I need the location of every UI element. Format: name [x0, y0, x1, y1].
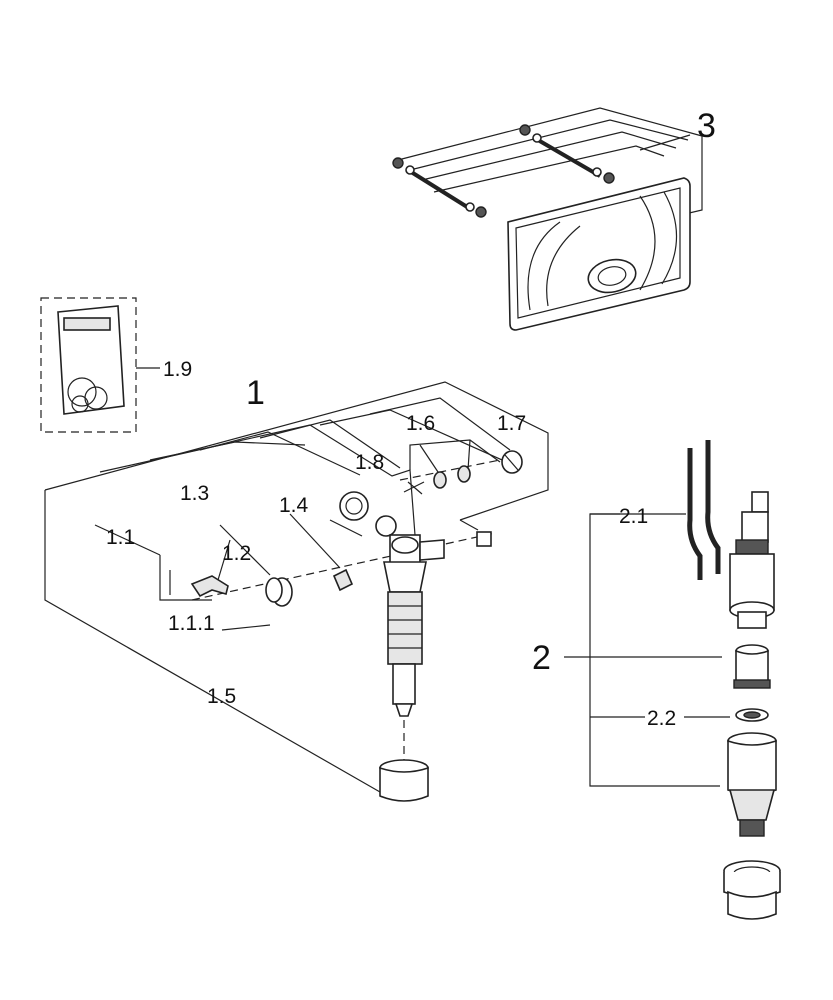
base-cup-icon: [723, 860, 781, 920]
label-1-7: 1.7: [497, 412, 526, 435]
tubes-2-1-icon: [687, 440, 721, 580]
fitting-1-3-icon: [332, 568, 354, 592]
group-1-fill-valve: 1 1.6 1.7 1.8 1.3 1.4 1.1 1.2 1.1.1 1.5: [44, 374, 549, 802]
flush-valve-mid-icon: [733, 644, 771, 689]
cap-1-4-icon: [339, 491, 397, 537]
fill-valve-body-icon: [383, 534, 445, 717]
seal-2-2-icon: [735, 708, 769, 722]
label-1-3: 1.3: [180, 482, 209, 505]
label-1-1-1: 1.1.1: [168, 612, 215, 635]
filter-1-8-icon: [403, 481, 425, 495]
label-2-1: 2.1: [619, 505, 648, 528]
label-3: 3: [697, 107, 716, 145]
sleeve-1-5-icon: [379, 759, 429, 802]
clip-1-1-icon: [190, 575, 229, 598]
label-1-5: 1.5: [207, 685, 236, 708]
label-2-2: 2.2: [647, 707, 676, 730]
bolt-nut-icon: [392, 124, 615, 218]
label-1-1: 1.1: [106, 526, 135, 549]
label-1-9: 1.9: [163, 358, 192, 381]
nut-1-2-icon: [265, 577, 293, 607]
nipple-icon: [476, 531, 492, 547]
flush-valve-bottom-icon: [727, 732, 777, 837]
label-1-4: 1.4: [279, 494, 309, 517]
group-2-flush-valve: 2.1 2 2.2: [532, 440, 781, 920]
label-1-6: 1.6: [406, 412, 435, 435]
valve-cap-1-7-icon: [501, 450, 523, 474]
flush-valve-top-icon: [729, 491, 775, 629]
group-3-plate-assembly: 3: [392, 107, 716, 331]
label-1-8: 1.8: [355, 451, 384, 474]
label-1-2: 1.2: [222, 542, 251, 565]
label-1: 1: [246, 374, 265, 412]
label-2: 2: [532, 639, 551, 677]
group-1-9-seal-kit: 1.9: [40, 297, 192, 433]
washers-1-6-icon: [433, 465, 471, 489]
actuation-plate-icon: [507, 177, 691, 331]
